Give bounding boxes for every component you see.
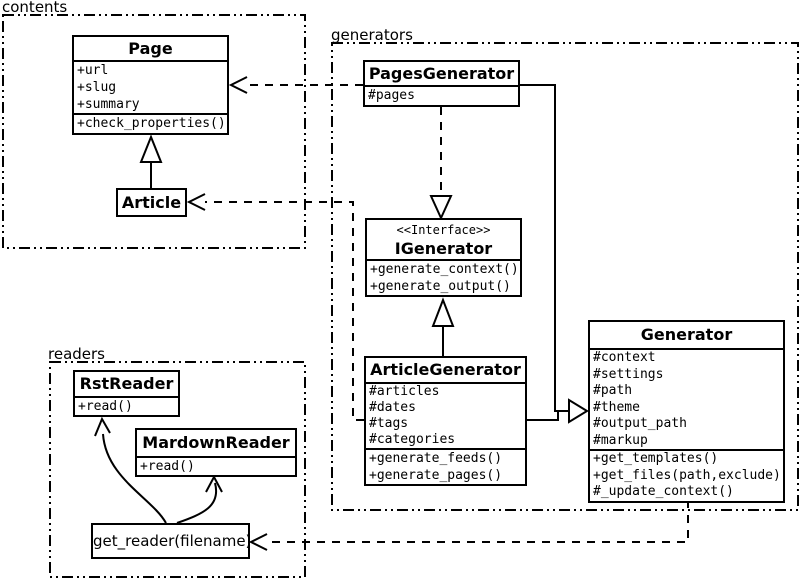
methods-compartment: +read() <box>137 456 295 475</box>
function-box-get-reader: get_reader(filename) <box>91 523 252 559</box>
dependency-arrow-articlegenerator-to-article <box>186 193 364 421</box>
package-label-generators: generators <box>331 26 413 44</box>
dependency-arrow-pagesgenerator-to-page <box>228 76 363 94</box>
class-articlegenerator: ArticleGenerator #articles #dates #tags … <box>364 356 527 486</box>
methods-compartment: +get_templates() +get_files(path,exclude… <box>590 449 783 501</box>
method-row: +generate_pages() <box>369 468 503 483</box>
method-row: +read() <box>140 459 195 474</box>
attributes-compartment: #context #settings #path #theme #output_… <box>590 348 783 449</box>
attributes-compartment: #articles #dates #tags #categories <box>366 382 525 448</box>
inheritance-arrow-articlegenerator-to-igenerator <box>431 297 455 356</box>
function-box-label: get_reader(filename) <box>93 532 252 550</box>
class-rstreader: RstReader +read() <box>73 370 180 417</box>
method-row: +get_templates() <box>593 451 719 466</box>
dependency-arrow-generator-to-getreader <box>248 500 689 551</box>
attribute-row: #output_path <box>593 416 687 431</box>
class-articlegenerator-title: ArticleGenerator <box>370 360 521 379</box>
methods-compartment: +read() <box>75 396 178 415</box>
method-row: +generate_feeds() <box>369 451 503 466</box>
attribute-row: #categories <box>369 432 456 447</box>
class-rstreader-title: RstReader <box>79 374 174 393</box>
methods-compartment: +check_properties() <box>74 113 227 133</box>
attribute-row: #markup <box>593 432 648 448</box>
realization-arrow-pagesgenerator-to-igenerator <box>429 107 453 221</box>
attribute-row: #path <box>593 383 633 398</box>
package-label-readers: readers <box>48 345 105 363</box>
attribute-row: #articles <box>369 384 440 399</box>
attribute-row: #theme <box>593 399 640 415</box>
class-generator-title: Generator <box>640 325 733 344</box>
class-pagesgenerator: PagesGenerator #pages <box>363 60 520 107</box>
class-igenerator: <<Interface>> IGenerator +generate_conte… <box>365 218 522 297</box>
attributes-compartment: #pages <box>365 85 518 105</box>
inheritance-arrow-generators-to-generator <box>520 84 589 424</box>
methods-compartment: +generate_feeds() +generate_pages() <box>366 448 525 484</box>
class-generator: Generator #context #settings #path #them… <box>588 320 785 503</box>
interface-stereotype: <<Interface>> <box>396 223 491 237</box>
attribute-row: +slug <box>77 80 117 95</box>
attribute-row: #dates <box>369 400 416 415</box>
method-row: #_update_context() <box>593 484 734 499</box>
attribute-row: #context <box>593 350 656 365</box>
attribute-row: #settings <box>593 366 664 382</box>
association-arrow-getreader-to-mardownreader <box>176 474 223 524</box>
method-row: +read() <box>78 399 133 414</box>
attribute-row: #tags <box>369 416 409 431</box>
class-mardownreader-title: MardownReader <box>142 433 290 452</box>
method-row: +get_files(path,exclude) <box>593 467 781 483</box>
attribute-row: +url <box>77 63 109 78</box>
methods-compartment: +generate_context() +generate_output() <box>367 259 520 295</box>
class-igenerator-title: IGenerator <box>394 239 493 258</box>
method-row: +generate_context() <box>370 262 519 277</box>
class-mardownreader: MardownReader +read() <box>135 428 297 477</box>
class-pagesgenerator-title: PagesGenerator <box>368 64 515 83</box>
attribute-row: #pages <box>368 88 415 103</box>
package-label-contents: contents <box>2 0 68 16</box>
method-row: +generate_output() <box>370 279 511 294</box>
attributes-compartment: +url +slug +summary <box>74 60 227 113</box>
attribute-row: +summary <box>77 97 140 112</box>
inheritance-arrow-article-to-page <box>139 134 163 188</box>
method-row: +check_properties() <box>77 116 226 131</box>
class-article-title: Article <box>121 193 182 212</box>
class-article: Article <box>116 188 187 217</box>
class-igenerator-header: <<Interface>> IGenerator <box>367 220 520 259</box>
class-page: Page +url +slug +summary +check_properti… <box>72 35 229 135</box>
class-page-title: Page <box>128 39 173 58</box>
